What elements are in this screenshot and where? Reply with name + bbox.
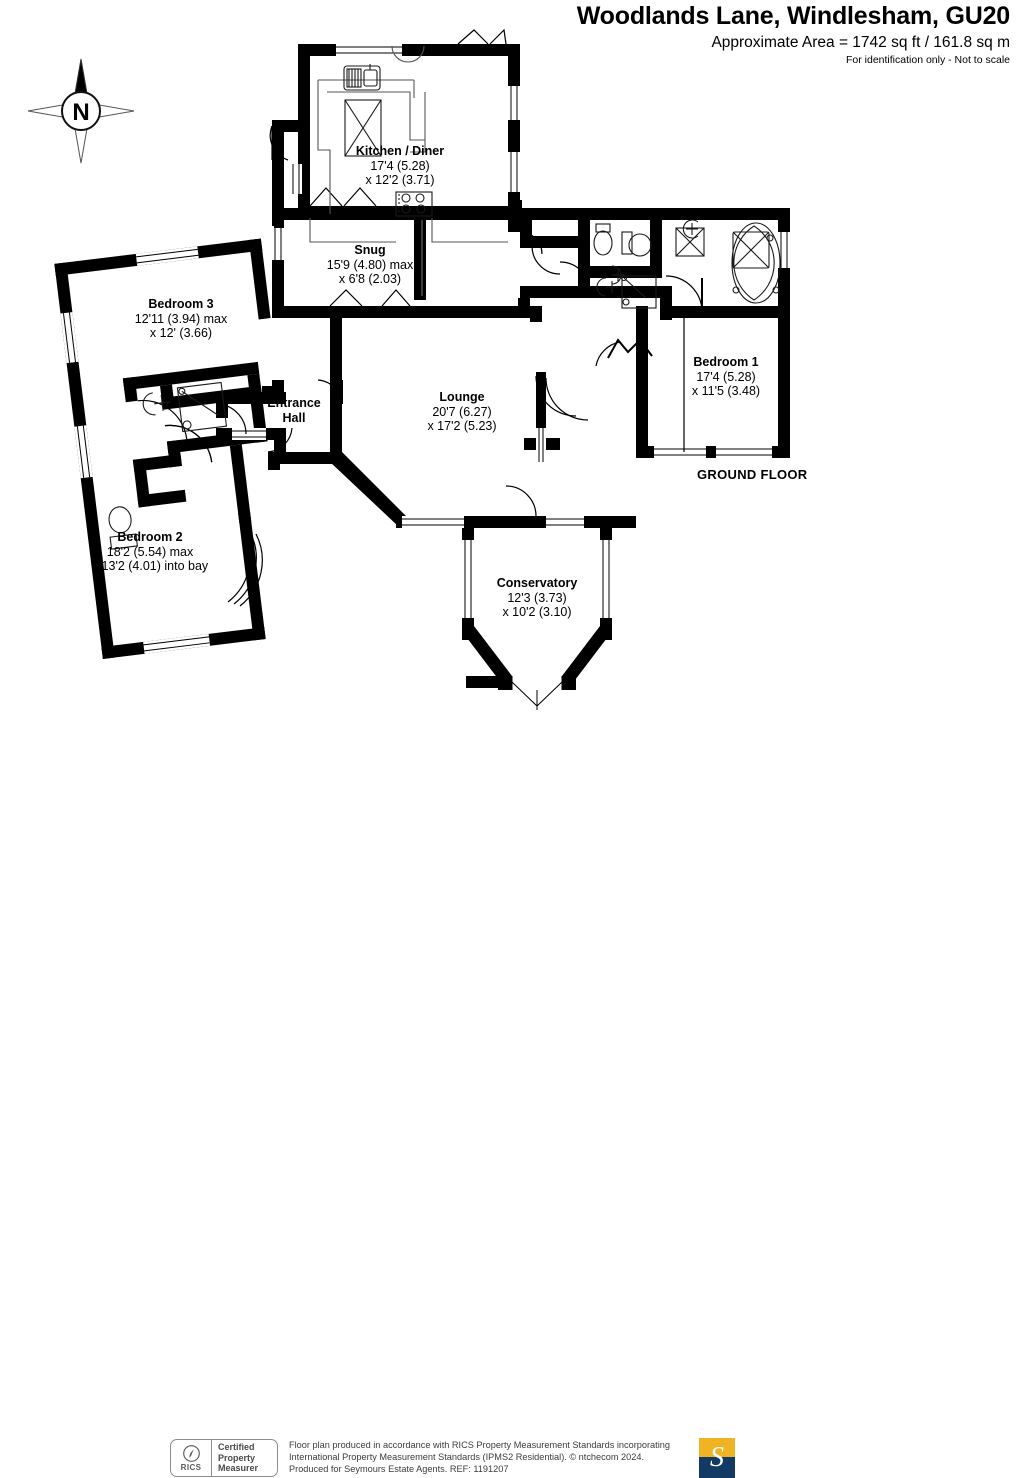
floor-plan-drawing: [54, 28, 790, 710]
room-dimension-1: 18'2 (5.54) max: [106, 544, 194, 559]
room-label-kitchen-diner: Kitchen / Diner 17'4 (5.28) x 12'2 (3.71…: [325, 144, 475, 188]
room-name: Lounge: [439, 390, 485, 404]
room-label-lounge: Lounge 20'7 (6.27) x 17'2 (5.23): [398, 390, 526, 434]
page-title: Woodlands Lane, Windlesham, GU20: [576, 2, 1010, 30]
seymours-logo: S: [699, 1438, 735, 1478]
room-name: Bedroom 2: [117, 530, 183, 544]
plan-footer: RICS Certified Property Measurer Floor p…: [0, 716, 1024, 1478]
rics-certified-badge: RICS Certified Property Measurer: [170, 1439, 278, 1477]
room-label-bedroom-2: Bedroom 2 18'2 (5.54) max x 13'2 (4.01) …: [55, 530, 245, 574]
room-dimension-2: x 12'2 (3.71): [365, 173, 435, 187]
footer-legal-text: Floor plan produced in accordance with R…: [289, 1439, 689, 1476]
room-name: Bedroom 3: [148, 297, 214, 311]
room-label-conservatory: Conservatory 12'3 (3.73) x 10'2 (3.10): [473, 576, 601, 620]
footer-line-3: Produced for Seymours Estate Agents. REF…: [289, 1464, 509, 1475]
room-label-entrance-hall: Entrance Hall: [236, 396, 352, 425]
door-swings: [137, 28, 703, 607]
room-dimension-1: 15'9 (4.80) max: [326, 257, 414, 272]
compass-north-label: N: [72, 99, 89, 126]
logo-initial: S: [710, 1442, 724, 1473]
room-name: Snug: [354, 243, 386, 257]
room-name: Entrance: [267, 396, 321, 410]
room-name: Kitchen / Diner: [355, 144, 445, 158]
compass-rose: N: [26, 55, 136, 167]
rics-badge-line-2: Property: [218, 1452, 256, 1463]
footer-line-2: International Property Measurement Stand…: [289, 1452, 645, 1463]
rics-logo-icon: RICS: [171, 1440, 212, 1476]
room-name-line-2: Hall: [282, 410, 306, 425]
approximate-area-text: Approximate Area = 1742 sq ft / 161.8 sq…: [711, 34, 1010, 51]
room-dimension-1: 20'7 (6.27): [432, 404, 492, 419]
room-dimension-2: x 17'2 (5.23): [427, 419, 497, 433]
room-dimension-1: 17'4 (5.28): [696, 369, 756, 384]
room-label-bedroom-3: Bedroom 3 12'11 (3.94) max x 12' (3.66): [85, 297, 277, 341]
internal-detail: [421, 220, 685, 452]
room-name: Conservatory: [496, 576, 578, 590]
fixtures: [108, 45, 781, 550]
rics-badge-line-1: Certified: [218, 1442, 255, 1453]
room-label-bedroom-1: Bedroom 1 17'4 (5.28) x 11'5 (3.48): [662, 355, 790, 399]
room-label-snug: Snug 15'9 (4.80) max x 6'8 (2.03): [278, 243, 462, 287]
room-dimension-2: x 6'8 (2.03): [338, 272, 402, 286]
room-dimension-2: x 11'5 (3.48): [691, 384, 761, 398]
rics-badge-line-3: Measurer: [218, 1463, 259, 1474]
room-dimension-1: 12'3 (3.73): [507, 590, 567, 605]
room-dimension-1: 12'11 (3.94) max: [134, 311, 228, 326]
plan-header: Woodlands Lane, Windlesham, GU20 Approxi…: [0, 0, 1024, 66]
room-dimension-2: x 10'2 (3.10): [502, 605, 572, 619]
room-dimension-1: 17'4 (5.28): [370, 158, 430, 173]
rics-badge-text: Certified Property Measurer: [212, 1442, 277, 1474]
disclaimer-text: For identification only - Not to scale: [846, 54, 1010, 66]
room-name: Bedroom 1: [693, 355, 759, 369]
footer-line-1: Floor plan produced in accordance with R…: [289, 1440, 670, 1450]
window-openings: [60, 44, 790, 710]
room-dimension-2: x 12' (3.66): [149, 326, 213, 340]
floor-level-caption: GROUND FLOOR: [697, 467, 808, 482]
rics-wordmark: RICS: [180, 1462, 202, 1472]
room-dimension-2: x 13'2 (4.01) into bay: [91, 559, 209, 573]
